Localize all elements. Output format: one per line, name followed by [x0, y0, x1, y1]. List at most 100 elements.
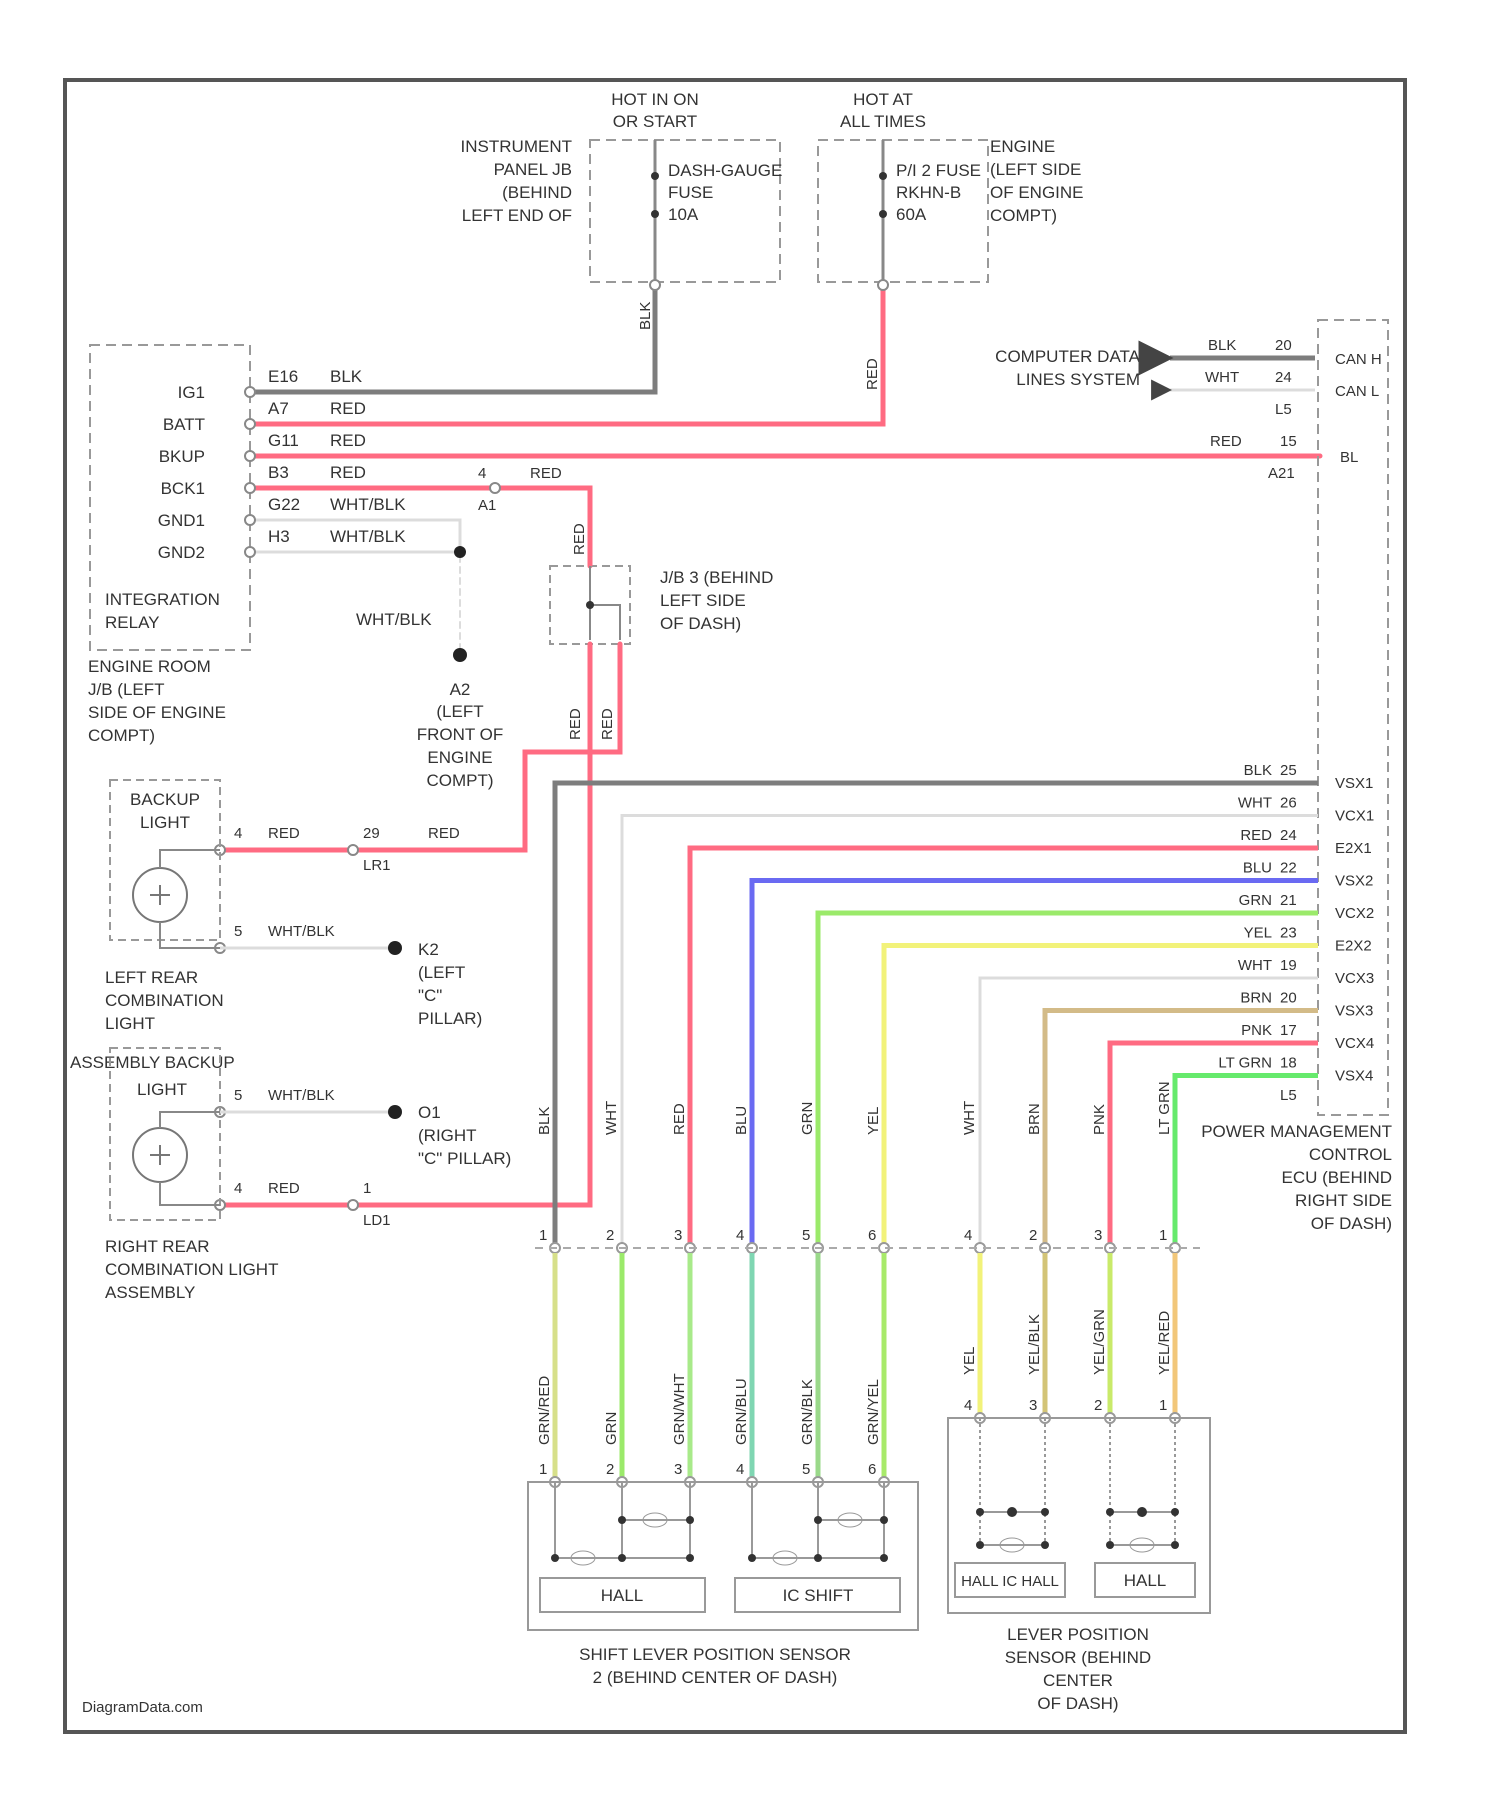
sensor-wire-label: YEL/GRN — [1091, 1309, 1108, 1375]
svg-text:E16: E16 — [268, 367, 298, 386]
svg-text:BL: BL — [1340, 449, 1358, 466]
relay-pin — [245, 547, 255, 557]
ecu-label: POWER MANAGEMENT CONTROL ECU (BEHIND RIG… — [1201, 1122, 1392, 1233]
svg-text:BACKUP: BACKUP — [130, 790, 200, 809]
svg-text:COMBINATION LIGHT: COMBINATION LIGHT — [105, 1260, 278, 1279]
svg-text:RED: RED — [530, 465, 562, 482]
jb3-wire-left: RED — [567, 708, 584, 740]
ecu-pin-number: 22 — [1280, 860, 1297, 877]
fuse2-name-line1: P/I 2 FUSE — [896, 161, 981, 180]
inline-connector — [348, 1200, 358, 1210]
svg-text:ENGINE: ENGINE — [427, 748, 492, 767]
ecu-box — [1318, 320, 1388, 1115]
computer-data-lines: COMPUTER DATA LINES SYSTEM BLK WHT 20 24… — [995, 337, 1382, 418]
svg-text:29: 29 — [363, 825, 380, 842]
svg-text:(LEFT SIDE: (LEFT SIDE — [990, 160, 1081, 179]
svg-text:2 (BEHIND CENTER OF DASH): 2 (BEHIND CENTER OF DASH) — [593, 1668, 838, 1687]
jb3-label: J/B 3 (BEHIND LEFT SIDE OF DASH) — [660, 568, 773, 633]
sensor-pin-number: 6 — [868, 1461, 876, 1478]
fuse1-header-line2: OR START — [613, 112, 697, 131]
svg-text:GND2: GND2 — [158, 543, 205, 562]
ecu-wire-color: GRN — [1239, 892, 1272, 909]
svg-text:ENGINE ROOM: ENGINE ROOM — [88, 657, 211, 676]
svg-text:IC SHIFT: IC SHIFT — [783, 1586, 854, 1605]
svg-text:WHT: WHT — [1205, 369, 1239, 386]
vertical-wire-label: RED — [671, 1103, 688, 1135]
ecu-pin-row: BRN20VSX3 — [1240, 990, 1373, 1020]
svg-text:BCK1: BCK1 — [161, 479, 205, 498]
fuse2-header-line1: HOT AT — [853, 90, 913, 109]
svg-text:(BEHIND: (BEHIND — [502, 183, 572, 202]
inline-connector — [490, 483, 500, 493]
svg-text:WHT/BLK: WHT/BLK — [268, 1087, 335, 1104]
svg-text:ASSEMBLY BACKUP: ASSEMBLY BACKUP — [70, 1053, 235, 1072]
ecu-pin-number: 24 — [1280, 827, 1297, 844]
connector-pin-number: 4 — [736, 1227, 744, 1244]
svg-text:5: 5 — [234, 923, 242, 940]
svg-text:INSTRUMENT: INSTRUMENT — [461, 137, 572, 156]
ecu-pin-name: VCX2 — [1335, 905, 1374, 922]
engine-room-jb-relay-label: ENGINE ROOM J/B (LEFT SIDE OF ENGINE COM… — [88, 657, 226, 745]
ecu-pin-number: 18 — [1280, 1055, 1297, 1072]
fuse1-name-line2: FUSE — [668, 183, 713, 202]
sensor-pin-number: 4 — [736, 1461, 744, 1478]
ecu-wire-color: YEL — [1244, 925, 1272, 942]
sensor-pin-number: 1 — [1159, 1397, 1167, 1414]
svg-text:CONTROL: CONTROL — [1309, 1145, 1392, 1164]
ecu-pin-name: VSX3 — [1335, 1003, 1373, 1020]
fuse1-header-line1: HOT IN ON — [611, 90, 699, 109]
ecu-pin-number: 25 — [1280, 762, 1297, 779]
vertical-wire-label: WHT — [961, 1101, 978, 1135]
svg-text:(RIGHT: (RIGHT — [418, 1126, 477, 1145]
ecu-wire-color: LT GRN — [1218, 1055, 1272, 1072]
integration-relay-label: INTEGRATION RELAY — [105, 590, 220, 632]
svg-text:BLK: BLK — [1208, 337, 1236, 354]
svg-text:WHT/BLK: WHT/BLK — [268, 923, 335, 940]
ecu-wire-color: WHT — [1238, 957, 1272, 974]
svg-text:(LEFT: (LEFT — [418, 963, 465, 982]
diagram-border — [65, 80, 1405, 1732]
ecu-pin-row: PNK17VCX4 — [1241, 1022, 1374, 1052]
svg-text:OF DASH): OF DASH) — [1037, 1694, 1118, 1713]
svg-text:BLK: BLK — [330, 367, 363, 386]
connector-pin-number: 3 — [1094, 1227, 1102, 1244]
instrument-panel-jb-label: INSTRUMENT PANEL JB (BEHIND LEFT END OF — [461, 137, 572, 225]
inline-connector — [348, 845, 358, 855]
svg-text:ENGINE: ENGINE — [990, 137, 1055, 156]
svg-text:LD1: LD1 — [363, 1212, 391, 1229]
svg-text:RED: RED — [330, 463, 366, 482]
svg-text:1: 1 — [363, 1180, 371, 1197]
svg-text:H3: H3 — [268, 527, 290, 546]
svg-text:COMPT): COMPT) — [990, 206, 1057, 225]
svg-text:CAN H: CAN H — [1335, 351, 1382, 368]
svg-text:BKUP: BKUP — [159, 447, 205, 466]
vertical-wire-label: YEL — [865, 1107, 882, 1135]
jb3-wire-top: RED — [571, 523, 588, 555]
sensor-wire-label: GRN/RED — [536, 1376, 553, 1445]
sensor-pin-number: 4 — [964, 1397, 972, 1414]
svg-text:OF DASH): OF DASH) — [660, 614, 741, 633]
svg-text:LEFT END OF: LEFT END OF — [462, 206, 572, 225]
connector-pin-number: 5 — [802, 1227, 810, 1244]
vertical-wire-label: BRN — [1026, 1103, 1043, 1135]
ecu-pin-name: VCX4 — [1335, 1035, 1374, 1052]
svg-text:COMPUTER DATA: COMPUTER DATA — [995, 347, 1140, 366]
svg-text:LEFT SIDE: LEFT SIDE — [660, 591, 746, 610]
svg-text:A2: A2 — [450, 680, 471, 699]
sensor-pin-number: 5 — [802, 1461, 810, 1478]
fuse1-rating: 10A — [668, 205, 699, 224]
svg-text:G22: G22 — [268, 495, 300, 514]
vertical-wire-label: WHT — [603, 1101, 620, 1135]
vertical-wire-label: LT GRN — [1156, 1081, 1173, 1135]
ecu-pin-row: WHT19VCX3 — [1238, 957, 1374, 987]
ecu-pin-name: VCX1 — [1335, 808, 1374, 825]
sensor-wire-label: YEL/BLK — [1026, 1314, 1043, 1375]
svg-text:RIGHT REAR: RIGHT REAR — [105, 1237, 210, 1256]
svg-text:WHT/BLK: WHT/BLK — [330, 527, 406, 546]
ecu-pin-number: 20 — [1280, 990, 1297, 1007]
sensor-pin-number: 3 — [674, 1461, 682, 1478]
ecu-pin-name: E2X1 — [1335, 840, 1372, 857]
fuse1-output-wire: BLK — [637, 302, 654, 330]
sensor-pin-number: 1 — [539, 1461, 547, 1478]
